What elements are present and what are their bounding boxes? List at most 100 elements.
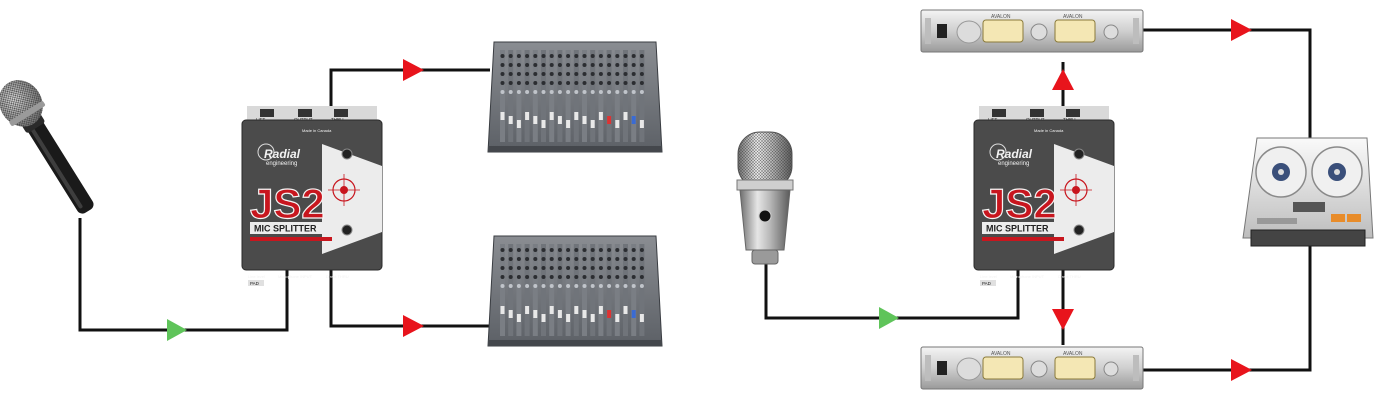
mixer-knob	[533, 275, 538, 279]
mixer-channel-strip	[639, 50, 645, 142]
cable-splitter-thru-to-mixer-bottom	[329, 268, 490, 328]
mixer-knob	[590, 90, 595, 94]
mixer-knob	[598, 72, 603, 76]
cable-preamp-top-to-tape	[1140, 28, 1312, 138]
mixer-knob	[557, 72, 562, 76]
mixer-knob	[516, 72, 521, 76]
pad-label: PAD	[250, 281, 260, 286]
splitter-brand: Radial	[264, 147, 301, 161]
mixer-knob	[590, 72, 595, 76]
mixer-knob	[598, 275, 603, 279]
arrows	[167, 19, 1252, 381]
mixer-knob	[598, 54, 603, 58]
mixer-knob	[533, 63, 538, 67]
condenser-microphone-icon	[736, 131, 794, 265]
mixer-knob	[574, 275, 579, 279]
mixer-channel-strip	[541, 244, 546, 336]
mixer-channel-strip	[508, 244, 514, 336]
mixer-knob	[549, 284, 554, 288]
mixer-fader	[607, 310, 612, 318]
mixer-channel-strip	[541, 50, 546, 142]
mixer-knob	[607, 90, 612, 94]
mixer-knob	[549, 54, 554, 58]
mixer-channel-strip	[549, 50, 555, 142]
mixer-knob	[623, 248, 628, 252]
mixer-knob	[582, 248, 587, 252]
mixer-knob	[582, 284, 587, 288]
mixer-knob	[541, 284, 546, 288]
red-arrow-icon	[1052, 69, 1074, 90]
mic-input-label: Microphone INPUT	[278, 274, 313, 279]
mixer-knob	[607, 266, 612, 270]
mixer-knob	[508, 275, 513, 279]
mixer-fader	[623, 306, 628, 314]
splitter-right: LIFT OUTPUT THRU Made in Canada Radial e…	[973, 106, 1115, 286]
preamp-brand: AVALON	[1063, 351, 1083, 357]
red-arrow-icon	[1231, 19, 1252, 41]
mixer-channel-strip	[598, 244, 604, 336]
mixer-knob	[590, 284, 595, 288]
mixer-fader	[639, 314, 644, 322]
splitter-model: JS2	[250, 180, 325, 227]
mixer-channel-strip	[565, 244, 571, 336]
mixer-channel-strip	[598, 50, 604, 142]
mixer-knob	[574, 257, 579, 261]
mixer-fader	[500, 306, 505, 314]
mixer-knob	[557, 248, 562, 252]
mixer-knob	[525, 248, 530, 252]
mixer-knob	[590, 63, 595, 67]
mixer-fader	[533, 310, 538, 318]
splitter-left: LIFT OUTPUT THRU Made in Canada Radial e…	[241, 106, 383, 286]
mixer-knob	[516, 63, 521, 67]
mixer-fader	[557, 116, 562, 124]
mixer-knob	[607, 72, 612, 76]
mixer-knob	[607, 275, 612, 279]
mixer-fader	[615, 120, 620, 128]
mixer-knob	[639, 284, 644, 288]
mixer-knob	[541, 72, 546, 76]
mixer-fader	[525, 306, 530, 314]
mixer-knob	[598, 284, 603, 288]
mixer-fader	[639, 120, 644, 128]
mixer-knob	[557, 266, 562, 270]
mixer-knob	[516, 81, 521, 85]
mixer-fader	[574, 306, 579, 314]
mixer-knob	[533, 266, 538, 270]
mixer-knob	[525, 257, 530, 261]
mixer-knob	[516, 54, 521, 58]
mixer-knob	[598, 266, 603, 270]
splitter-made-in-label: Made in Canada	[302, 128, 332, 133]
pad-label: PAD	[982, 281, 992, 286]
mixer-fader	[566, 314, 571, 322]
mixer-knob	[631, 284, 636, 288]
mixer-knob	[516, 248, 521, 252]
mixer-channel-strip	[590, 244, 596, 336]
mixer-knob	[574, 90, 579, 94]
mixer-knob	[631, 54, 636, 58]
mixer-fader	[607, 116, 612, 124]
mixer-knob	[582, 275, 587, 279]
mixer-fader	[557, 310, 562, 318]
mixer-channel-strip	[524, 244, 530, 336]
mixer-knob	[631, 72, 636, 76]
mixer-knob	[590, 257, 595, 261]
mixer-knob	[582, 257, 587, 261]
cable-splitter-output-to-mixer-top	[329, 68, 490, 108]
mixer-knob	[623, 63, 628, 67]
mic-input-label: Microphone INPUT	[1010, 274, 1045, 279]
cable-preamp-bottom-to-tape	[1140, 245, 1312, 372]
mixer-knob	[500, 248, 505, 252]
mixer-knob	[615, 54, 620, 58]
mixer-knob	[574, 248, 579, 252]
mixer-fader	[549, 306, 554, 314]
mixer-knob	[615, 284, 620, 288]
mixer-channel-strip	[565, 50, 571, 142]
mixer-fader	[533, 116, 538, 124]
mixer-fader	[549, 112, 554, 120]
mixer-knob	[500, 54, 505, 58]
mixer-fader	[590, 314, 595, 322]
mixer-knob	[631, 248, 636, 252]
mixer-channel-strip	[532, 244, 538, 336]
mixer-knob	[615, 275, 620, 279]
mixer-knob	[508, 90, 513, 94]
